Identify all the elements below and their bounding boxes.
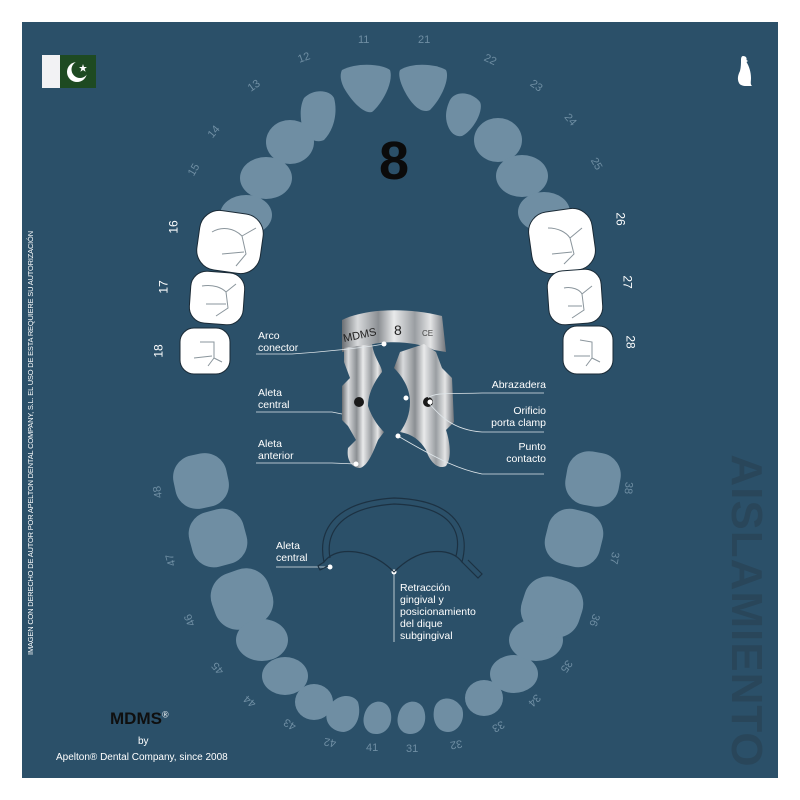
tooth-36 [520,576,584,638]
tooth-number-28: 28 [623,335,638,349]
tooth-37 [544,508,604,568]
clamp-profile [317,497,483,579]
tooth-18 [179,327,231,375]
tooth-number-11: 11 [358,34,370,46]
tooth-34 [490,655,538,693]
tooth-45 [236,619,288,661]
tooth-number-21: 21 [418,34,431,46]
diagram-panel: 8 [22,22,778,778]
clamp-illustration: MDMS 8 CE [342,310,454,468]
tooth-number-48: 48 [151,484,166,500]
pakistan-flag-icon [42,55,96,88]
tooth-38 [565,451,621,507]
tooth-number-18: 18 [151,344,166,358]
label-abrazadera: Abrazadera [491,379,546,391]
penguin-logo-icon [737,56,752,86]
tooth-46 [210,568,274,630]
tooth-number-16: 16 [166,220,181,234]
tooth-number-37: 37 [607,550,622,566]
clamp-engraving-number: 8 [394,322,402,338]
tooth-number-31: 31 [406,743,419,755]
tooth-23 [474,118,522,162]
tooth-27 [546,268,604,326]
tooth-31 [397,701,426,734]
tooth-26 [528,207,596,275]
tooth-number-41: 41 [366,742,379,754]
tooth-44 [262,657,308,695]
brand-company: Apelton® Dental Company, since 2008 [56,752,228,763]
tooth-41 [363,701,392,734]
tooth-number-17: 17 [156,280,171,294]
tooth-47 [188,508,248,568]
tooth-33 [465,680,503,716]
brand-logo: MDMS® [110,709,169,728]
copyright-notice: IMAGEN CON DERECHO DE AUTOR POR APELTON … [26,231,35,655]
tooth-number-42: 42 [323,735,338,749]
tooth-22 [446,93,481,137]
tooth-42 [326,696,360,732]
tooth-32 [433,698,464,732]
tooth-24 [496,155,548,197]
tooth-14 [240,157,292,199]
tooth-28 [562,325,614,375]
clamp-engraving-mark: CE [422,329,433,338]
brand-by: by [138,736,149,747]
tooth-number-27: 27 [620,275,635,289]
tooth-21 [399,64,448,112]
tooth-number-38: 38 [621,481,635,495]
tooth-11 [340,64,391,113]
dental-arch-diagram: MDMS 8 CE [173,64,621,734]
tooth-17 [188,270,246,326]
clamp-number-title: 8 [378,131,410,191]
tooth-43 [295,684,333,720]
tooth-12 [300,91,336,142]
tooth-16 [196,209,264,275]
tooth-13 [266,120,314,164]
tooth-number-32: 32 [449,737,464,751]
tooth-48 [173,453,229,509]
watermark-aislamiento: AISLAMIENTO [722,454,771,768]
tooth-number-26: 26 [613,212,628,226]
label-retraccion-gingival: Retracción gingival y posicionamiento de… [400,582,476,642]
